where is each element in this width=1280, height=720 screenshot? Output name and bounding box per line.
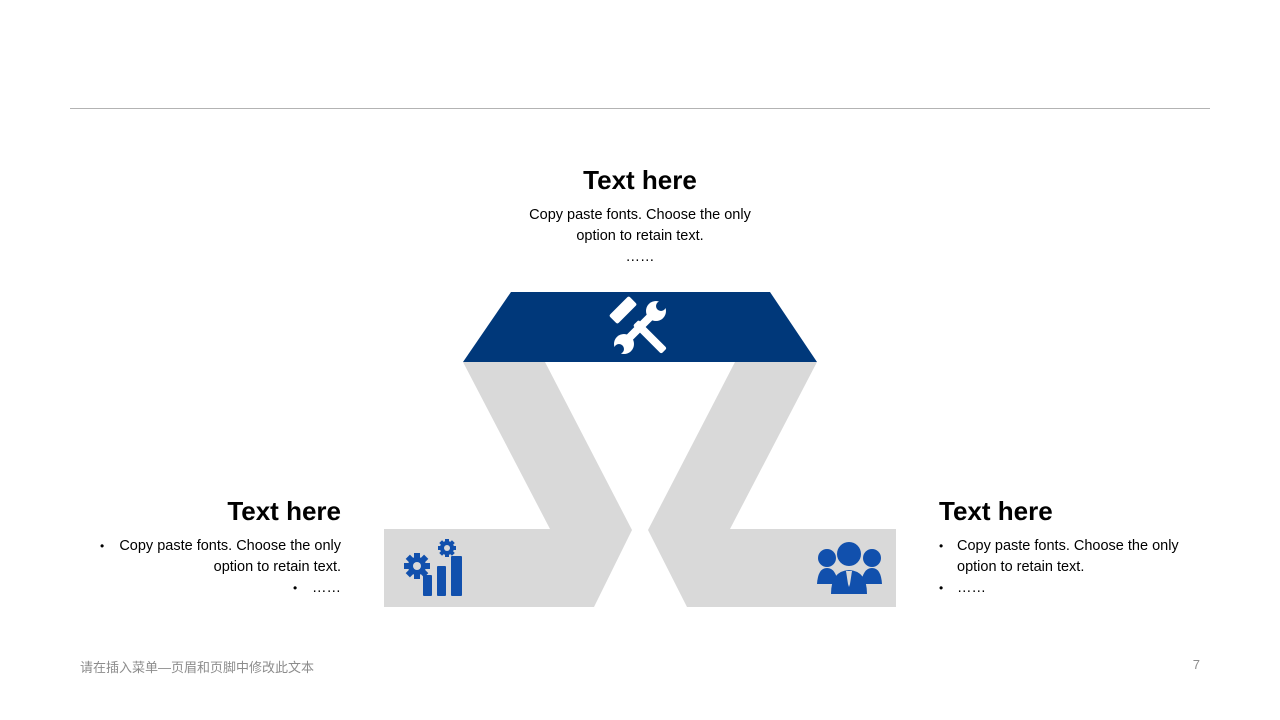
left-bullet-2: …… <box>80 578 341 599</box>
right-text-block: Text here Copy paste fonts. Choose the o… <box>939 496 1200 599</box>
page-number: 7 <box>1192 657 1200 672</box>
bar-chart-gears-icon <box>404 539 462 596</box>
top-line-1: Copy paste fonts. Choose the only <box>529 207 751 223</box>
team-icon <box>817 542 882 594</box>
top-line-3: …… <box>625 249 655 265</box>
right-bullet-list: Copy paste fonts. Choose the only option… <box>939 536 1200 599</box>
top-text-block: Text here Copy paste fonts. Choose the o… <box>480 165 800 268</box>
top-title: Text here <box>583 165 697 195</box>
right-arm-shape <box>648 362 896 607</box>
right-bullet-1: Copy paste fonts. Choose the only option… <box>939 536 1200 578</box>
left-title: Text here <box>227 496 341 526</box>
top-line-2: option to retain text. <box>576 228 704 244</box>
right-bullet-2: …… <box>939 578 1200 599</box>
right-title: Text here <box>939 496 1053 526</box>
left-bullet-1: Copy paste fonts. Choose the only option… <box>80 536 341 578</box>
header-divider <box>70 108 1210 109</box>
tools-icon <box>609 296 667 354</box>
left-bullet-list: Copy paste fonts. Choose the only option… <box>80 536 341 599</box>
left-text-block: Text here Copy paste fonts. Choose the o… <box>80 496 341 599</box>
footer-text: 请在插入菜单—页眉和页脚中修改此文本 <box>80 660 315 675</box>
